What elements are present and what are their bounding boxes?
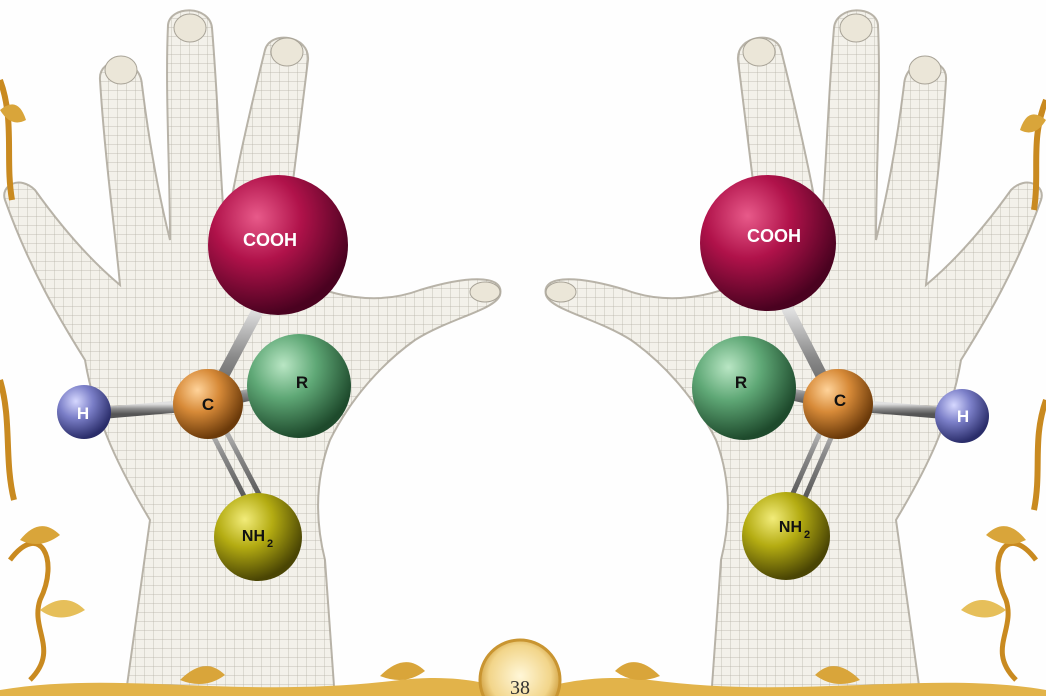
r-label: R <box>296 373 308 392</box>
right-hand-mesh <box>546 10 1042 696</box>
left-hand-mesh <box>4 10 500 696</box>
nh2-subscript: 2 <box>267 538 273 550</box>
page-number: 38 <box>510 677 530 696</box>
cooh-label: COOH <box>747 226 801 246</box>
r-label: R <box>735 373 747 392</box>
c-label: C <box>834 391 846 410</box>
page-number-medallion: 38 <box>480 640 560 696</box>
h-label: H <box>957 407 969 426</box>
c-label: C <box>202 395 214 414</box>
nh2-label: NH <box>242 528 265 545</box>
nh2-label: NH <box>779 519 802 536</box>
cooh-label: COOH <box>243 230 297 250</box>
nh2-atom <box>742 492 830 580</box>
nh2-subscript: 2 <box>804 529 810 541</box>
h-label: H <box>77 404 89 423</box>
